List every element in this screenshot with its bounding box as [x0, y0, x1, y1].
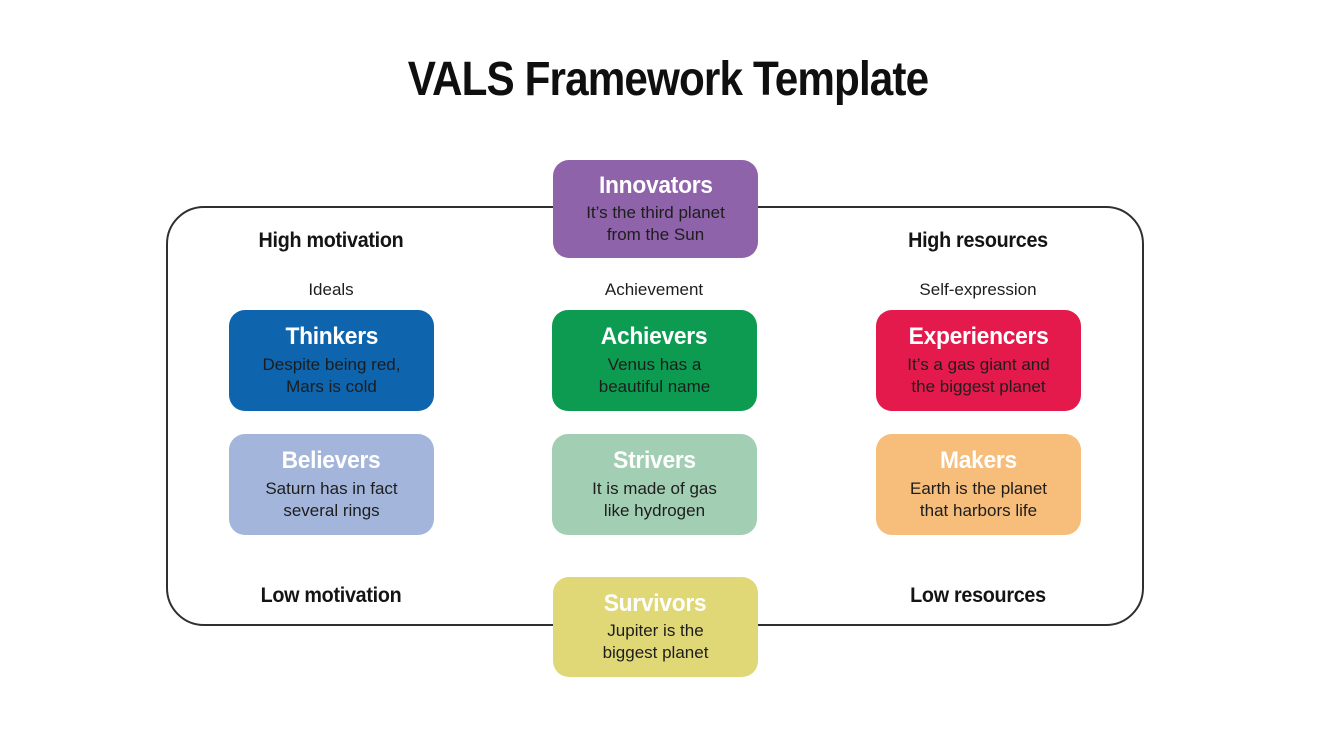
- card-strivers-body: It is made of gas like hydrogen: [592, 478, 717, 520]
- card-strivers-title: Strivers: [613, 447, 696, 475]
- card-believers: Believers Saturn has in fact several rin…: [229, 434, 434, 535]
- card-believers-body: Saturn has in fact several rings: [265, 478, 398, 520]
- card-makers: Makers Earth is the planet that harbors …: [876, 434, 1081, 535]
- label-low-motivation: Low motivation: [260, 584, 402, 607]
- card-strivers: Strivers It is made of gas like hydrogen: [552, 434, 757, 535]
- card-survivors-title: Survivors: [604, 589, 707, 617]
- card-achievers: Achievers Venus has a beautiful name: [552, 310, 757, 411]
- label-high-motivation: High motivation: [258, 229, 404, 252]
- label-low-resources: Low resources: [910, 584, 1046, 607]
- framework-frame: [166, 206, 1144, 626]
- card-achievers-body: Venus has a beautiful name: [598, 354, 711, 396]
- label-high-resources: High resources: [908, 229, 1048, 252]
- card-experiencers: Experiencers It’s a gas giant and the bi…: [876, 310, 1081, 411]
- card-experiencers-title: Experiencers: [908, 323, 1049, 351]
- card-thinkers-body: Despite being red, Mars is cold: [262, 354, 401, 396]
- card-innovators: Innovators It’s the third planet from th…: [553, 160, 758, 258]
- card-innovators-title: Innovators: [598, 171, 713, 199]
- card-thinkers: Thinkers Despite being red, Mars is cold: [229, 310, 434, 411]
- card-achievers-title: Achievers: [601, 323, 708, 351]
- card-thinkers-title: Thinkers: [285, 323, 378, 351]
- card-makers-title: Makers: [940, 447, 1017, 475]
- card-innovators-body: It’s the third planet from the Sun: [586, 203, 725, 245]
- card-experiencers-body: It’s a gas giant and the biggest planet: [907, 354, 1050, 396]
- column-header-ideals: Ideals: [308, 280, 354, 299]
- card-survivors: Survivors Jupiter is the biggest planet: [553, 577, 758, 677]
- column-header-achievement: Achievement: [604, 280, 704, 299]
- page-title: VALS Framework Template: [407, 53, 929, 106]
- column-header-self-expression: Self-expression: [919, 280, 1037, 299]
- card-makers-body: Earth is the planet that harbors life: [909, 478, 1048, 520]
- card-believers-title: Believers: [282, 447, 381, 475]
- card-survivors-body: Jupiter is the biggest planet: [602, 621, 709, 663]
